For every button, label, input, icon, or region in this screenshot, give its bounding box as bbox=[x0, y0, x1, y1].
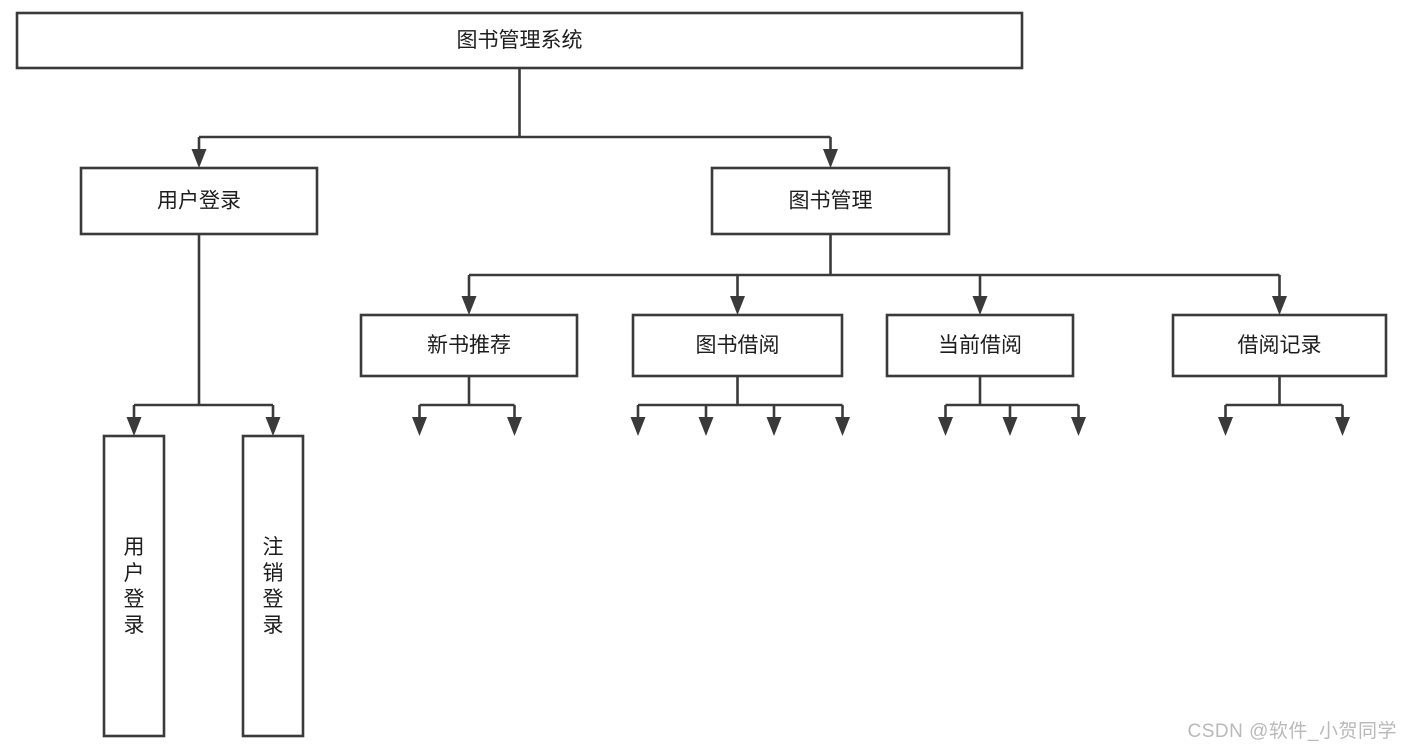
arrow-head-icon bbox=[1002, 417, 1018, 436]
node-current-borrow[interactable]: 当前借阅 bbox=[885, 313, 1075, 378]
arrow-head-icon bbox=[1335, 417, 1350, 436]
node-book-management[interactable]: 图书管理 bbox=[710, 166, 951, 236]
node-label: 用户登录 bbox=[124, 536, 145, 637]
connector-layer bbox=[126, 68, 1350, 436]
node-box bbox=[631, 313, 844, 378]
node-box bbox=[241, 434, 305, 738]
arrow-head-icon bbox=[823, 149, 838, 168]
node-box bbox=[79, 166, 319, 236]
arrow-head-icon bbox=[630, 417, 646, 436]
node-label: 用户登录 bbox=[157, 190, 241, 213]
node-borrow-record[interactable]: 借阅记录 bbox=[1171, 313, 1388, 378]
node-label: 图书管理 bbox=[789, 190, 873, 213]
node-new-book-recommend[interactable]: 新书推荐 bbox=[359, 313, 579, 378]
node-box bbox=[885, 313, 1075, 378]
arrow-head-icon bbox=[766, 417, 782, 436]
node-layer: 图书管理系统用户登录用户登录注销登录图书管理新书推荐图书借阅当前借阅借阅记录 bbox=[15, 11, 1388, 738]
arrow-head-icon bbox=[938, 417, 953, 436]
arrow-head-icon bbox=[1071, 417, 1086, 436]
node-user-login[interactable]: 用户登录 bbox=[79, 166, 319, 236]
node-root[interactable]: 图书管理系统 bbox=[15, 11, 1024, 70]
node-user-login-leaf[interactable]: 用户登录 bbox=[102, 434, 166, 738]
node-label: 注销登录 bbox=[263, 536, 284, 637]
node-label: 新书推荐 bbox=[427, 334, 511, 357]
node-label: 图书借阅 bbox=[696, 334, 780, 357]
arrow-head-icon bbox=[191, 149, 207, 168]
node-box bbox=[710, 166, 951, 236]
node-label: 当前借阅 bbox=[938, 334, 1022, 357]
arrow-head-icon bbox=[835, 417, 850, 436]
arrow-head-icon bbox=[730, 296, 745, 315]
arrow-head-icon bbox=[972, 296, 988, 315]
node-box bbox=[359, 313, 579, 378]
arrow-head-icon bbox=[698, 417, 714, 436]
arrow-head-icon bbox=[412, 417, 427, 436]
arrow-head-icon bbox=[126, 417, 142, 436]
arrow-head-icon bbox=[1218, 417, 1233, 436]
node-box bbox=[102, 434, 166, 738]
arrow-head-icon bbox=[461, 296, 477, 315]
arrow-head-icon bbox=[507, 417, 522, 436]
node-box bbox=[15, 11, 1024, 70]
node-box bbox=[1171, 313, 1388, 378]
node-user-logout-leaf[interactable]: 注销登录 bbox=[241, 434, 305, 738]
node-label: 图书管理系统 bbox=[457, 29, 583, 52]
node-label: 借阅记录 bbox=[1238, 334, 1322, 357]
arrow-head-icon bbox=[1272, 296, 1287, 315]
arrow-head-icon bbox=[265, 417, 281, 436]
node-book-borrow[interactable]: 图书借阅 bbox=[631, 313, 844, 378]
